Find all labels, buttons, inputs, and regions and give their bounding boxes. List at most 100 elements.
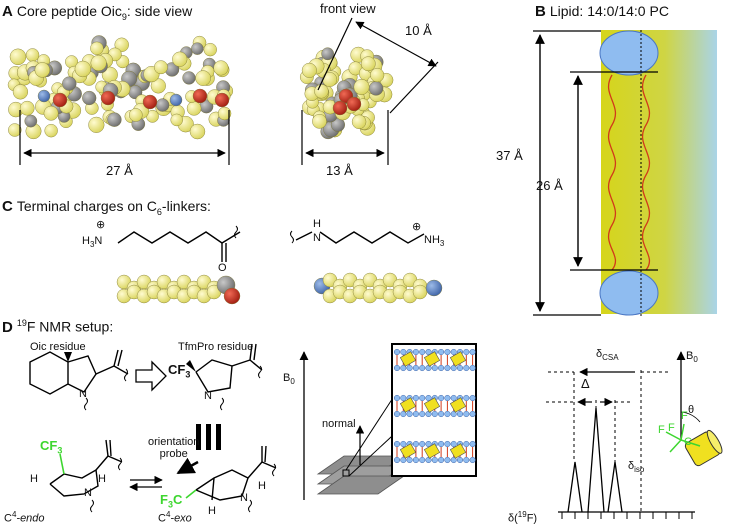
lipid-headgroup — [425, 394, 432, 402]
lipid-headgroup — [463, 440, 470, 448]
atom-sphere — [82, 90, 97, 106]
lipid-headgroup — [393, 394, 401, 402]
exo-structure — [185, 445, 277, 513]
lipid-headgroup — [450, 410, 457, 418]
tfmpro-residue-label: TfmPro residue — [178, 341, 254, 353]
lipid-headgroup — [400, 456, 407, 464]
lipid-headgroup — [425, 456, 432, 464]
lipid-headgroup — [469, 440, 476, 448]
lipid-headgroup — [438, 456, 445, 464]
lipid-headgroup — [425, 364, 432, 372]
lipid-headgroup — [444, 394, 451, 402]
lipid-headgroup — [400, 364, 407, 372]
oxygen-sphere — [52, 92, 68, 108]
left-linker-structure — [117, 225, 241, 262]
lipid-headgroup — [444, 348, 451, 356]
atom-sphere — [172, 51, 188, 67]
lipid-headgroup — [412, 440, 419, 448]
oxygen-sphere — [142, 94, 158, 110]
oxygen-sphere — [192, 88, 208, 104]
lipid-headgroup — [431, 364, 438, 372]
lipid-headgroup — [412, 394, 419, 402]
atom-sphere — [314, 84, 329, 99]
left-linker-beads — [116, 274, 241, 305]
chemical-shift-axis-label: δ(19F) — [508, 510, 538, 525]
lipid-headgroup — [463, 394, 470, 402]
right-plus-charge: ⊕ — [412, 221, 422, 233]
peptide-cylinder — [399, 351, 417, 367]
atom-sphere — [170, 113, 183, 127]
atom-sphere — [24, 114, 38, 128]
atom-sphere — [90, 41, 104, 55]
f-atom-1: F — [668, 422, 675, 434]
lipid-headgroup — [450, 456, 457, 464]
lipid-headgroup — [438, 364, 445, 372]
f-atom-3: F — [658, 424, 665, 436]
atom-sphere — [182, 71, 196, 85]
atom-sphere — [44, 124, 58, 138]
lipid-headgroup — [469, 456, 476, 464]
lipid-headgroup — [419, 394, 426, 402]
dimension-13-label: 13 Å — [326, 163, 353, 178]
atom-sphere — [360, 56, 376, 72]
atom-sphere — [90, 54, 107, 72]
lipid-headgroup — [456, 364, 464, 372]
right-linker-beads — [313, 272, 443, 304]
cf3-orientation — [665, 351, 723, 467]
peptide-cylinder — [423, 351, 441, 367]
normal-label: normal — [322, 418, 356, 430]
f-atom-2: F — [681, 410, 688, 422]
exo-label: C4-exo — [158, 510, 192, 525]
lipid-headgroup — [393, 364, 401, 372]
lipid-headgroup — [419, 364, 426, 372]
lipid-headgroup — [412, 456, 419, 464]
left-plus-charge: ⊕ — [96, 219, 106, 231]
lipid-headgroup — [463, 348, 470, 356]
atom-sphere — [107, 112, 122, 127]
atom-sphere — [301, 62, 317, 78]
peptide-cylinder — [449, 397, 467, 413]
atom-sphere — [353, 79, 370, 95]
oxygen-sphere — [346, 96, 362, 112]
lipid-headgroup — [444, 456, 451, 464]
atom-sphere — [155, 98, 170, 112]
endo-nh-h-label: H — [98, 473, 106, 485]
atom-sphere — [129, 108, 143, 122]
front-view-label: front view — [320, 1, 376, 16]
equilibrium-arrows — [129, 475, 163, 492]
dimension-27-label: 27 Å — [106, 163, 133, 178]
c-atom: C — [684, 436, 692, 448]
lipid-headgroup — [444, 364, 451, 372]
lipid-headgroup — [444, 440, 451, 448]
b0-label: B0 — [283, 372, 295, 387]
lipid-headgroup — [431, 456, 438, 464]
lipid-headgroup — [419, 410, 426, 418]
dimension-10-label: 10 Å — [405, 23, 432, 38]
orientation-probe-arrow — [176, 457, 199, 475]
nmr-spectrum — [546, 367, 695, 519]
lipid-headgroup — [444, 410, 451, 418]
peptide-cylinder — [449, 351, 467, 367]
delta-label: Δ — [581, 376, 590, 391]
nitrogen-sphere — [425, 279, 443, 297]
peptide-cylinder — [423, 443, 441, 459]
lipid-headgroup — [438, 410, 445, 418]
oxygen-sphere — [332, 100, 348, 116]
atom-sphere — [213, 60, 229, 76]
atom-sphere — [368, 81, 384, 96]
atom-sphere — [370, 68, 385, 83]
lipid-headgroup — [425, 348, 432, 356]
dimension-10 — [317, 17, 439, 114]
peptide-cylinder — [399, 397, 417, 413]
dimension-13 — [301, 110, 389, 165]
lipid-headgroup — [400, 394, 407, 402]
endo-cf3-label: CF3 — [40, 438, 63, 456]
delta-csa-label: δCSA — [596, 348, 619, 363]
atom-sphere — [8, 123, 22, 137]
oic-residue-label: Oic residue — [30, 341, 86, 353]
atom-sphere — [9, 48, 27, 66]
